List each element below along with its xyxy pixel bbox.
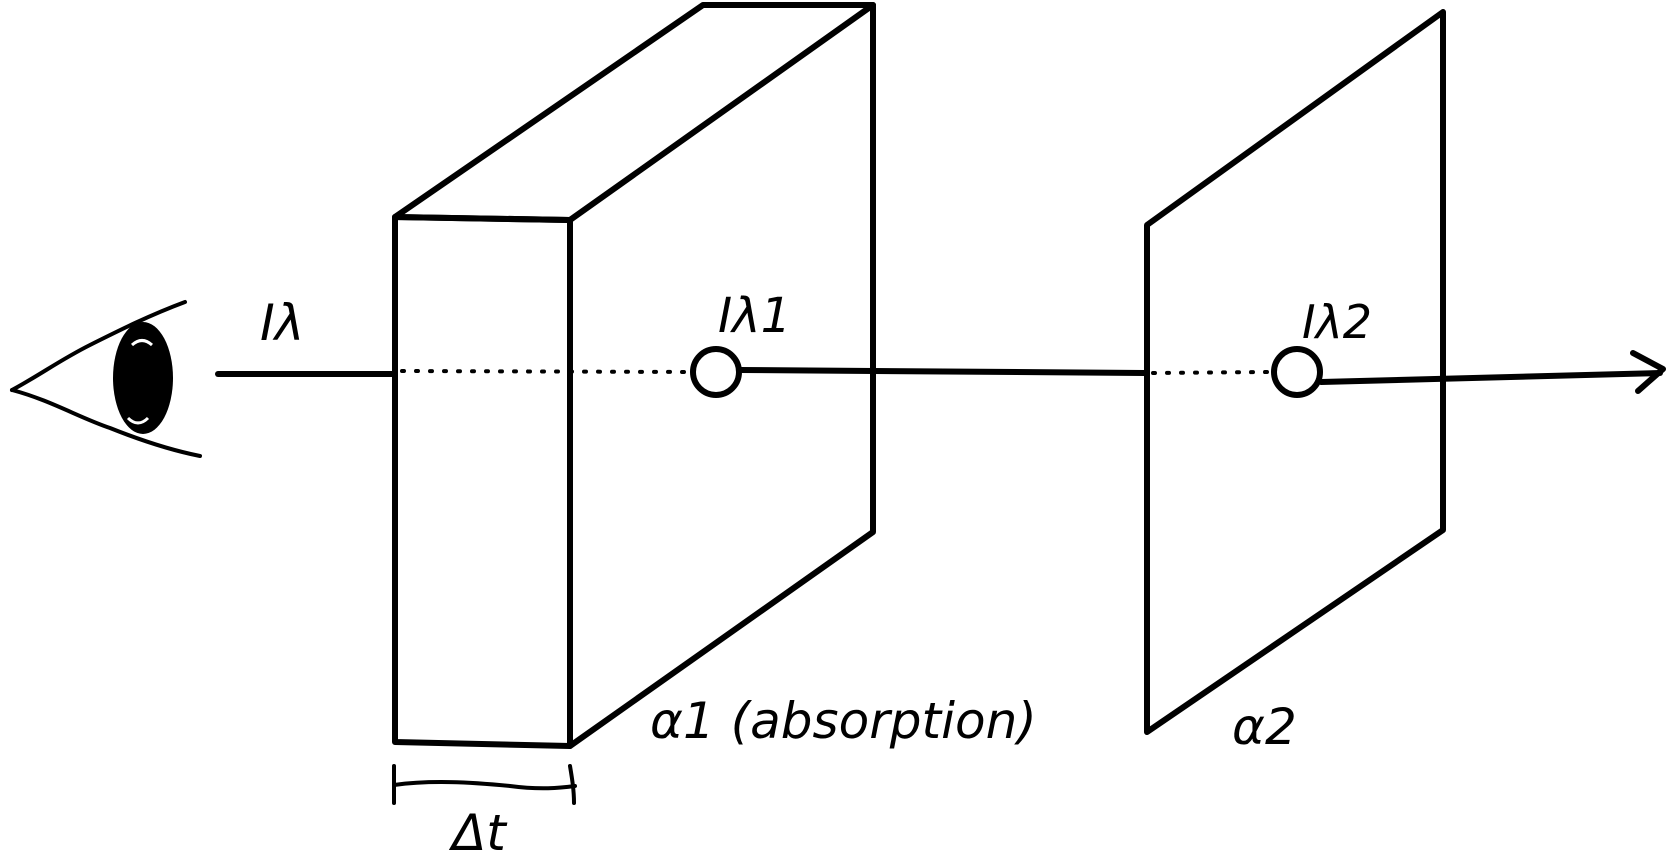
label-alpha-2: α2 xyxy=(1232,698,1297,756)
label-intensity-1: Iλ1 xyxy=(718,288,791,344)
thickness-bracket xyxy=(392,764,577,805)
label-alpha-1: α1 (absorption) xyxy=(650,692,1037,750)
slab-top-face xyxy=(392,2,876,223)
ray-through-slab-1 xyxy=(400,369,692,374)
sample-point-1 xyxy=(690,346,742,398)
absorbing-slab-2 xyxy=(1144,9,1446,735)
slab-side-face xyxy=(567,2,876,749)
sample-point-2 xyxy=(1271,346,1323,398)
ray-between-slabs xyxy=(737,367,1150,376)
arrow-head-icon xyxy=(1630,350,1666,394)
absorbing-slab-1 xyxy=(392,2,876,749)
label-intensity-2: Iλ2 xyxy=(1302,295,1372,349)
eye-icon xyxy=(10,300,202,458)
label-intensity-in: Iλ xyxy=(260,294,304,352)
label-thickness: Δt xyxy=(448,804,508,855)
ray-through-slab-2 xyxy=(1151,370,1274,375)
outgoing-ray xyxy=(1318,370,1663,385)
slab-front-face xyxy=(392,214,573,749)
